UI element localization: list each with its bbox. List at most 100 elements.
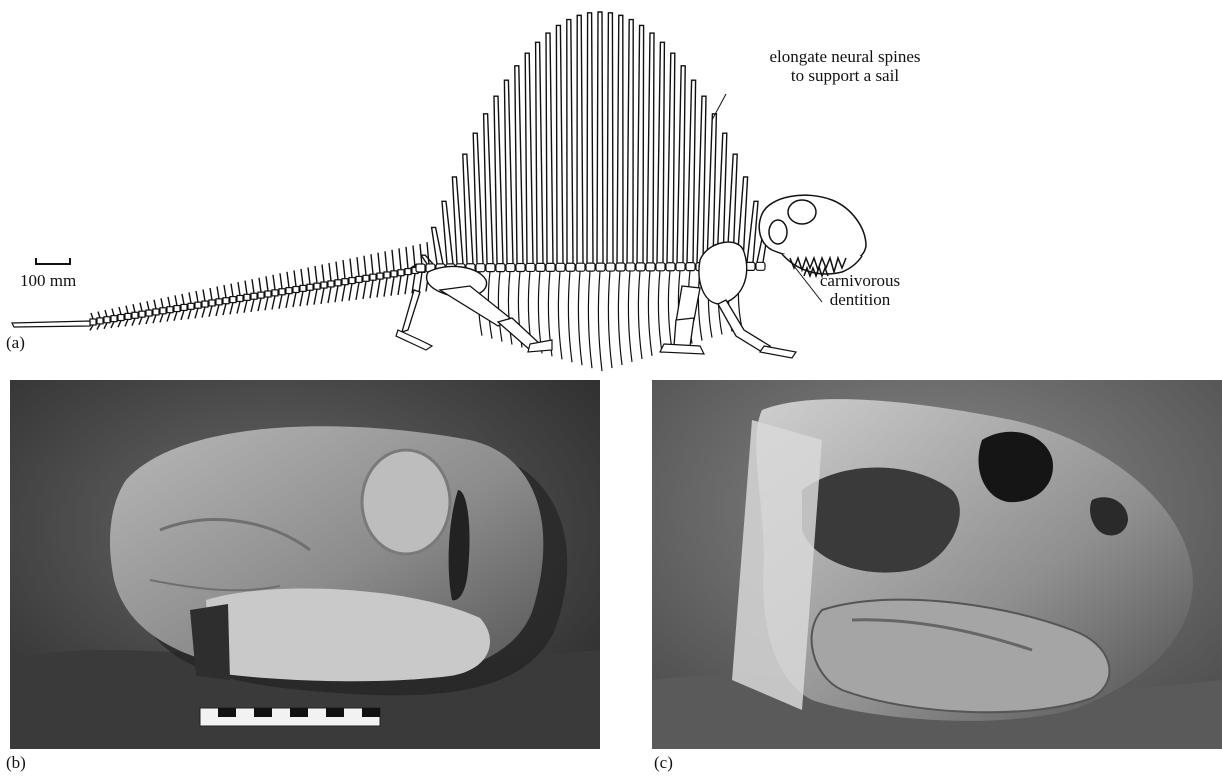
tail-chevron xyxy=(146,316,149,324)
tail-tip xyxy=(12,321,90,327)
sail-neural-spine xyxy=(577,15,583,263)
tail-neural-spine xyxy=(315,266,317,283)
tail-chevron xyxy=(188,309,191,319)
rib xyxy=(558,271,562,359)
tail-chevron xyxy=(181,310,184,319)
sail-neural-spine xyxy=(657,42,664,263)
tail-neural-spine xyxy=(189,292,191,303)
dorsal-vertebra xyxy=(416,264,425,272)
tail-vertebra xyxy=(216,299,222,305)
tail-vertebra xyxy=(384,272,390,278)
tail-vertebra xyxy=(160,308,166,314)
tail-neural-spine xyxy=(168,297,170,307)
tail-vertebra xyxy=(153,309,159,315)
tail-chevron xyxy=(363,281,366,299)
sail-neural-spine xyxy=(617,15,623,263)
tail-vertebra xyxy=(118,315,124,321)
tail-neural-spine xyxy=(329,263,331,281)
tail-chevron xyxy=(279,295,282,309)
skull-b-orbit xyxy=(362,450,450,554)
sail-neural-spine xyxy=(494,96,503,263)
dorsal-vertebra xyxy=(626,263,635,271)
dorsal-vertebra xyxy=(656,263,665,271)
tail-vertebra xyxy=(328,281,334,287)
tail-neural-spine xyxy=(245,281,247,295)
tail-chevron xyxy=(174,312,177,321)
tail-neural-spine xyxy=(98,312,100,318)
tail-chevron xyxy=(97,324,100,330)
sail-neural-spine xyxy=(525,53,533,263)
tail-neural-spine xyxy=(217,287,219,299)
tail-neural-spine xyxy=(161,298,163,308)
tail-chevron xyxy=(216,305,219,316)
tail-chevron xyxy=(167,313,170,322)
tail-neural-spine xyxy=(105,310,107,317)
dorsal-vertebra xyxy=(616,263,625,271)
tail-neural-spine xyxy=(126,306,128,314)
tail-vertebra xyxy=(146,310,152,316)
dorsal-vertebra xyxy=(646,263,655,271)
sail-neural-spine xyxy=(747,201,758,262)
tail-neural-spine xyxy=(406,247,408,269)
rib xyxy=(638,271,642,359)
tail-chevron xyxy=(307,290,310,305)
dorsal-vertebra xyxy=(546,263,555,271)
sail-neural-spine xyxy=(677,66,685,263)
tail-chevron xyxy=(377,279,380,297)
tail-chevron xyxy=(398,276,401,295)
tail-vertebra xyxy=(335,280,341,286)
tail-chevron xyxy=(202,307,205,317)
dorsal-vertebra xyxy=(536,263,545,271)
skull-temporal-opening xyxy=(769,220,787,244)
tail-neural-spine xyxy=(119,307,121,314)
tail-vertebra xyxy=(97,318,103,324)
tail-chevron xyxy=(139,317,142,325)
tail-chevron xyxy=(419,272,422,292)
tail-vertebra xyxy=(272,290,278,296)
tail-neural-spine xyxy=(210,288,212,300)
tail-neural-spine xyxy=(175,295,177,305)
tail-vertebra xyxy=(125,313,131,319)
skull-c-temporal-fenestra xyxy=(802,468,960,573)
tail-chevron xyxy=(230,303,233,315)
sail-neural-spine xyxy=(567,20,573,264)
sail-leader-line xyxy=(712,94,726,120)
sail-neural-spine xyxy=(556,25,563,263)
tail-vertebra xyxy=(349,278,355,284)
tail-chevron xyxy=(342,285,345,302)
tail-neural-spine xyxy=(280,273,282,288)
sail-neural-spine xyxy=(697,96,706,262)
rib xyxy=(668,271,672,350)
tail-neural-spine xyxy=(231,284,233,297)
dorsal-vertebra xyxy=(476,264,485,272)
tail-chevron xyxy=(349,284,352,301)
tail-vertebra xyxy=(167,307,173,313)
tail-vertebra xyxy=(251,293,257,299)
dorsal-vertebra xyxy=(486,264,495,272)
tail-vertebra xyxy=(188,303,194,309)
tail-neural-spine xyxy=(252,279,254,293)
tail-neural-spine xyxy=(259,278,261,292)
tail-neural-spine xyxy=(147,301,149,310)
sail-neural-spine xyxy=(607,13,613,263)
tail-chevron xyxy=(314,289,317,304)
tail-neural-spine xyxy=(224,285,226,298)
rib xyxy=(498,272,502,342)
tail-chevron xyxy=(111,322,114,328)
fore-foot xyxy=(660,344,704,354)
tail-vertebra xyxy=(370,274,376,280)
teeth-annotation: carnivorous dentition xyxy=(800,271,920,309)
sail-annotation-line-2: to support a sail xyxy=(745,66,945,85)
sail-neural-spine xyxy=(515,66,523,264)
tail-vertebra xyxy=(111,316,117,322)
hind-limb-2 xyxy=(402,290,420,332)
tail-chevron xyxy=(405,275,408,295)
tail-neural-spine xyxy=(378,253,380,273)
tail-neural-spine xyxy=(357,257,359,276)
sail-neural-spine xyxy=(473,133,483,264)
tail-vertebra xyxy=(195,302,201,308)
tail-chevron xyxy=(328,287,331,303)
tail-vertebra xyxy=(300,285,306,291)
sail-neural-spine xyxy=(442,201,453,264)
sail-neural-spine xyxy=(627,20,633,263)
